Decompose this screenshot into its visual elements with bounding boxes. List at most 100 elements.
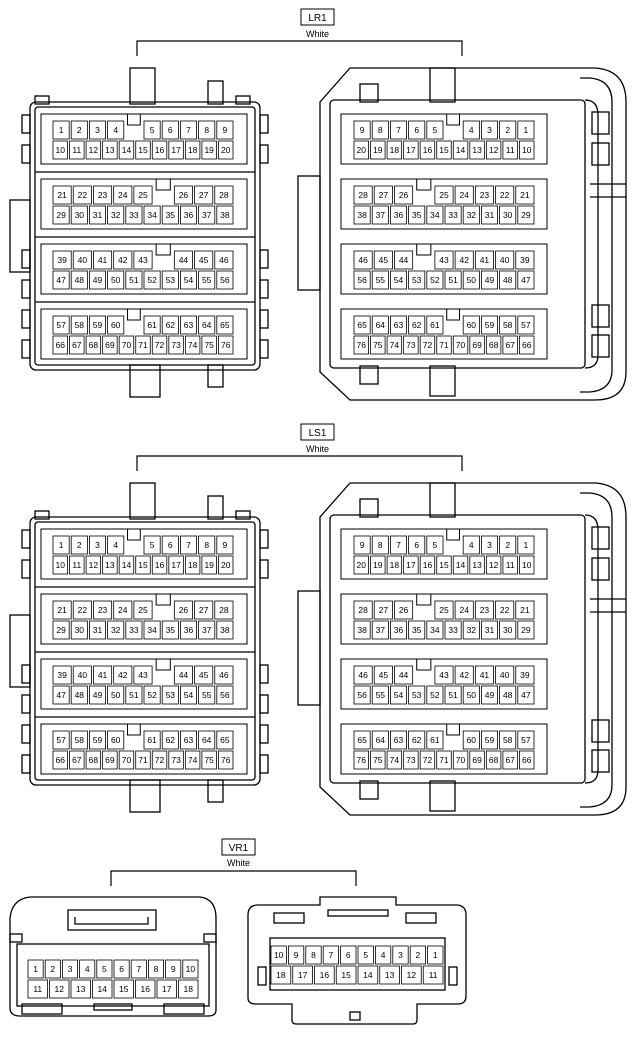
lr1-right-pin-cell bbox=[371, 270, 389, 290]
lr1-left-pin-cell bbox=[161, 120, 179, 140]
lr1-left-pin-cell bbox=[52, 140, 68, 160]
lr1-left-pin-55: 55 bbox=[202, 275, 212, 285]
vr1-right-pin-cell bbox=[292, 965, 313, 985]
lr1-label: LR1 bbox=[308, 13, 327, 24]
lr1-right-pin-58: 58 bbox=[503, 320, 513, 330]
vr1-right-pin-cell bbox=[401, 965, 422, 985]
lr1-right-pin-73: 73 bbox=[406, 340, 416, 350]
ls1-right-pin-7: 7 bbox=[396, 540, 401, 550]
lr1-left-pin-26: 26 bbox=[179, 190, 189, 200]
lr1-left-pin-cell bbox=[89, 270, 107, 290]
lr1-left-pin-cell bbox=[93, 250, 113, 270]
lr1-right-pin-33: 33 bbox=[448, 210, 458, 220]
ls1-right-pin-28: 28 bbox=[358, 605, 368, 615]
ls1-right-pin-11: 11 bbox=[506, 560, 515, 570]
lr1-left-pin-cell bbox=[102, 335, 118, 355]
lr1-right-pin-59: 59 bbox=[485, 320, 495, 330]
ls1-right-pin-cell bbox=[462, 730, 480, 750]
vr1-right-pin-cell bbox=[305, 945, 322, 965]
ls1-left-pin-17: 17 bbox=[171, 560, 181, 570]
lr1-left-pin-14: 14 bbox=[122, 145, 132, 155]
lr1-right-pin-45: 45 bbox=[379, 255, 389, 265]
ls1-left-pin-42: 42 bbox=[118, 670, 128, 680]
lr1-right-pin-cell bbox=[419, 335, 436, 355]
lr1-left-pin-19: 19 bbox=[204, 145, 214, 155]
ls1-left-pin-25: 25 bbox=[138, 605, 148, 615]
lr1-left-pin-53: 53 bbox=[166, 275, 176, 285]
lr1-right-pin-cell bbox=[517, 270, 535, 290]
ls1-right-pin-cell bbox=[454, 600, 474, 620]
lr1-right-pin-cell bbox=[370, 140, 386, 160]
lr1-left-pin-63: 63 bbox=[184, 320, 194, 330]
lr1-left-pin-cell bbox=[52, 270, 70, 290]
ls1-left-pin-36: 36 bbox=[184, 625, 194, 635]
lr1-right-pin-cell bbox=[462, 270, 480, 290]
ls1-left-housing bbox=[9, 482, 269, 813]
lr1-right-pin-cell bbox=[462, 120, 480, 140]
ls1-left-pin-6: 6 bbox=[168, 540, 173, 550]
lr1-left-pin-cell bbox=[125, 205, 143, 225]
ls1-left-pin-cell bbox=[69, 555, 85, 575]
ls1-left-pin-cell bbox=[133, 600, 153, 620]
ls1-right-pin-cell bbox=[389, 535, 407, 555]
ls1-right-pin-49: 49 bbox=[485, 690, 495, 700]
ls1-left-pin-58: 58 bbox=[75, 735, 85, 745]
vr1-left-pin-12: 12 bbox=[55, 984, 65, 994]
lr1-left-pin-cell bbox=[161, 270, 179, 290]
lr1-left-pin-cell bbox=[143, 205, 161, 225]
ls1-left-pin-cell bbox=[70, 535, 88, 555]
lr1-left-pin-41: 41 bbox=[98, 255, 108, 265]
ls1-right-pin-cell bbox=[495, 600, 515, 620]
lr1-left-pin-cell bbox=[179, 315, 197, 335]
vr1-left-pin-3: 3 bbox=[68, 964, 73, 974]
lr1-right-pin-1: 1 bbox=[524, 125, 529, 135]
lr1-right-pin-54: 54 bbox=[394, 275, 404, 285]
lr1-left-pin-cell bbox=[89, 315, 107, 335]
ls1-left-pin-34: 34 bbox=[147, 625, 157, 635]
lr1-right-pin-cell bbox=[454, 185, 474, 205]
vr1-left-pin-14: 14 bbox=[98, 984, 108, 994]
lr1-right-housing bbox=[297, 67, 627, 401]
ls1-left-pin-49: 49 bbox=[93, 690, 103, 700]
lr1-left-pin-10: 10 bbox=[56, 145, 66, 155]
ls1-left-pin-5: 5 bbox=[150, 540, 155, 550]
ls1-left-pin-15: 15 bbox=[138, 560, 148, 570]
lr1-right-pin-cell bbox=[517, 205, 535, 225]
ls1-right-pin-70: 70 bbox=[456, 755, 466, 765]
ls1-right-pin-46: 46 bbox=[358, 670, 368, 680]
ls1-left-pin-22: 22 bbox=[78, 605, 88, 615]
lr1-left-bay bbox=[40, 308, 248, 360]
lr1-left-pin-cell bbox=[102, 140, 118, 160]
lr1-left-pin-4: 4 bbox=[113, 125, 118, 135]
ls1-right-pin-cell bbox=[480, 685, 498, 705]
lr1-right-pin-cell bbox=[371, 315, 389, 335]
ls1-left-pin-8: 8 bbox=[204, 540, 209, 550]
lr1-left-pin-29: 29 bbox=[56, 210, 66, 220]
vr1-left-pin-cell bbox=[182, 959, 199, 979]
ls1-color: White bbox=[306, 444, 329, 454]
vr1-left-pin-4: 4 bbox=[85, 964, 90, 974]
vr1-left-pin-cell bbox=[79, 959, 96, 979]
lr1-header: LR1 White bbox=[136, 8, 463, 56]
vr1-left-pin-7: 7 bbox=[136, 964, 141, 974]
ls1-left-pin-53: 53 bbox=[166, 690, 176, 700]
ls1-right-pin-cell bbox=[353, 665, 373, 685]
lr1-left-bay bbox=[40, 113, 248, 165]
ls1-right-pin-42: 42 bbox=[459, 670, 469, 680]
lr1-right-pin-cell bbox=[502, 335, 518, 355]
lr1-right-pin-cell bbox=[371, 120, 389, 140]
ls1-left-pin-24: 24 bbox=[118, 605, 128, 615]
ls1-right-pin-6: 6 bbox=[414, 540, 419, 550]
lr1-left-pin-54: 54 bbox=[184, 275, 194, 285]
ls1-right-pin-cell bbox=[408, 685, 426, 705]
lr1-left-pin-56: 56 bbox=[220, 275, 230, 285]
ls1-right-pin-31: 31 bbox=[485, 625, 495, 635]
vr1-right-pin-cell bbox=[422, 965, 444, 985]
ls1-right-pin-cell bbox=[426, 620, 444, 640]
ls1-left-pin-38: 38 bbox=[220, 625, 230, 635]
lr1-left-pin-cell bbox=[184, 335, 201, 355]
vr1-right-pin-cell bbox=[357, 965, 379, 985]
lr1-right-pin-50: 50 bbox=[467, 275, 477, 285]
vr1-right-pin-cell bbox=[270, 965, 292, 985]
